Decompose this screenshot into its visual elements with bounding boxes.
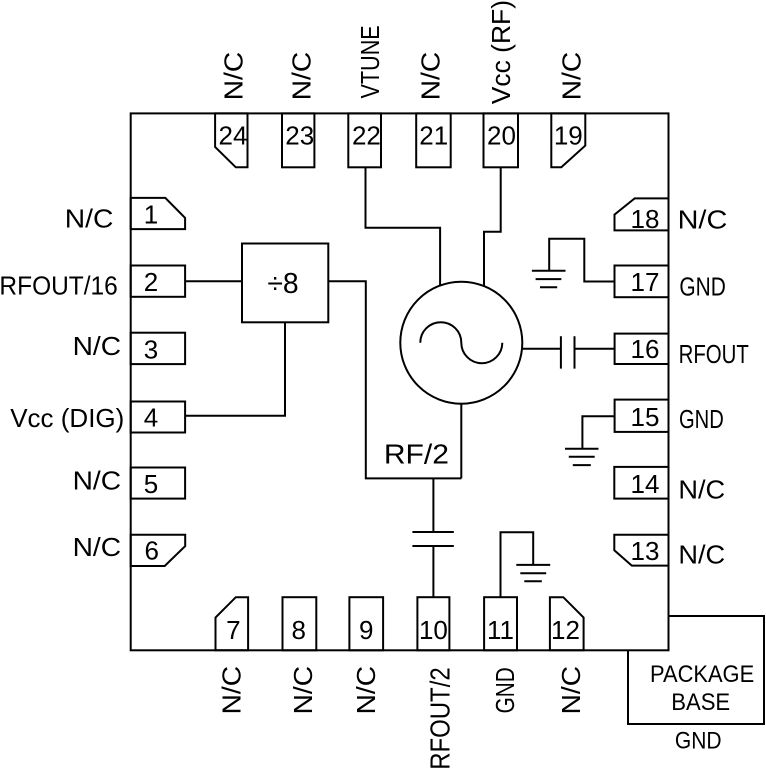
svg-text:8: 8 <box>291 615 305 645</box>
svg-text:N/C: N/C <box>65 204 114 234</box>
svg-text:4: 4 <box>144 403 158 433</box>
svg-text:N/C: N/C <box>678 540 725 569</box>
svg-text:GND: GND <box>679 404 724 433</box>
svg-text:BASE: BASE <box>671 688 730 715</box>
svg-text:RF/2: RF/2 <box>384 439 449 470</box>
svg-text:PACKAGE: PACKAGE <box>650 660 754 687</box>
svg-text:13: 13 <box>631 536 660 566</box>
svg-text:N/C: N/C <box>557 52 587 100</box>
svg-text:14: 14 <box>631 469 660 499</box>
svg-text:N/C: N/C <box>73 331 121 361</box>
svg-text:9: 9 <box>359 615 373 645</box>
svg-text:RFOUT: RFOUT <box>679 340 749 369</box>
svg-text:GND: GND <box>675 727 722 754</box>
svg-text:2: 2 <box>144 267 158 297</box>
svg-text:22: 22 <box>352 120 381 150</box>
svg-text:18: 18 <box>631 204 660 234</box>
svg-text:N/C: N/C <box>416 52 446 100</box>
svg-text:RFOUT/2: RFOUT/2 <box>424 667 456 769</box>
svg-text:N/C: N/C <box>286 52 316 100</box>
svg-text:÷8: ÷8 <box>267 268 298 300</box>
svg-text:N/C: N/C <box>288 666 318 714</box>
svg-text:5: 5 <box>144 469 158 499</box>
svg-text:16: 16 <box>631 334 660 364</box>
svg-text:15: 15 <box>631 402 660 432</box>
svg-text:N/C: N/C <box>351 666 381 714</box>
svg-text:N/C: N/C <box>73 465 121 495</box>
svg-text:GND: GND <box>491 667 520 713</box>
svg-text:10: 10 <box>419 615 448 645</box>
svg-text:21: 21 <box>419 120 448 150</box>
svg-text:Vcc (DIG): Vcc (DIG) <box>10 403 124 433</box>
svg-text:23: 23 <box>285 120 314 150</box>
svg-text:GND: GND <box>679 272 725 301</box>
svg-text:VTUNE: VTUNE <box>356 25 385 98</box>
svg-text:Vcc (RF): Vcc (RF) <box>486 0 516 104</box>
svg-text:3: 3 <box>144 334 158 364</box>
svg-text:N/C: N/C <box>678 475 725 504</box>
svg-text:N/C: N/C <box>678 205 728 234</box>
svg-text:20: 20 <box>487 120 516 150</box>
svg-text:RFOUT/16: RFOUT/16 <box>0 272 118 301</box>
svg-text:N/C: N/C <box>217 666 247 714</box>
svg-text:N/C: N/C <box>556 666 586 714</box>
svg-text:12: 12 <box>551 615 580 645</box>
svg-text:17: 17 <box>631 267 660 297</box>
svg-text:1: 1 <box>144 199 158 229</box>
svg-text:N/C: N/C <box>73 532 121 562</box>
svg-text:19: 19 <box>554 120 583 150</box>
svg-text:6: 6 <box>144 535 158 565</box>
svg-text:11: 11 <box>487 615 514 645</box>
svg-text:24: 24 <box>219 120 248 150</box>
svg-text:N/C: N/C <box>218 52 248 100</box>
svg-text:7: 7 <box>226 615 240 645</box>
